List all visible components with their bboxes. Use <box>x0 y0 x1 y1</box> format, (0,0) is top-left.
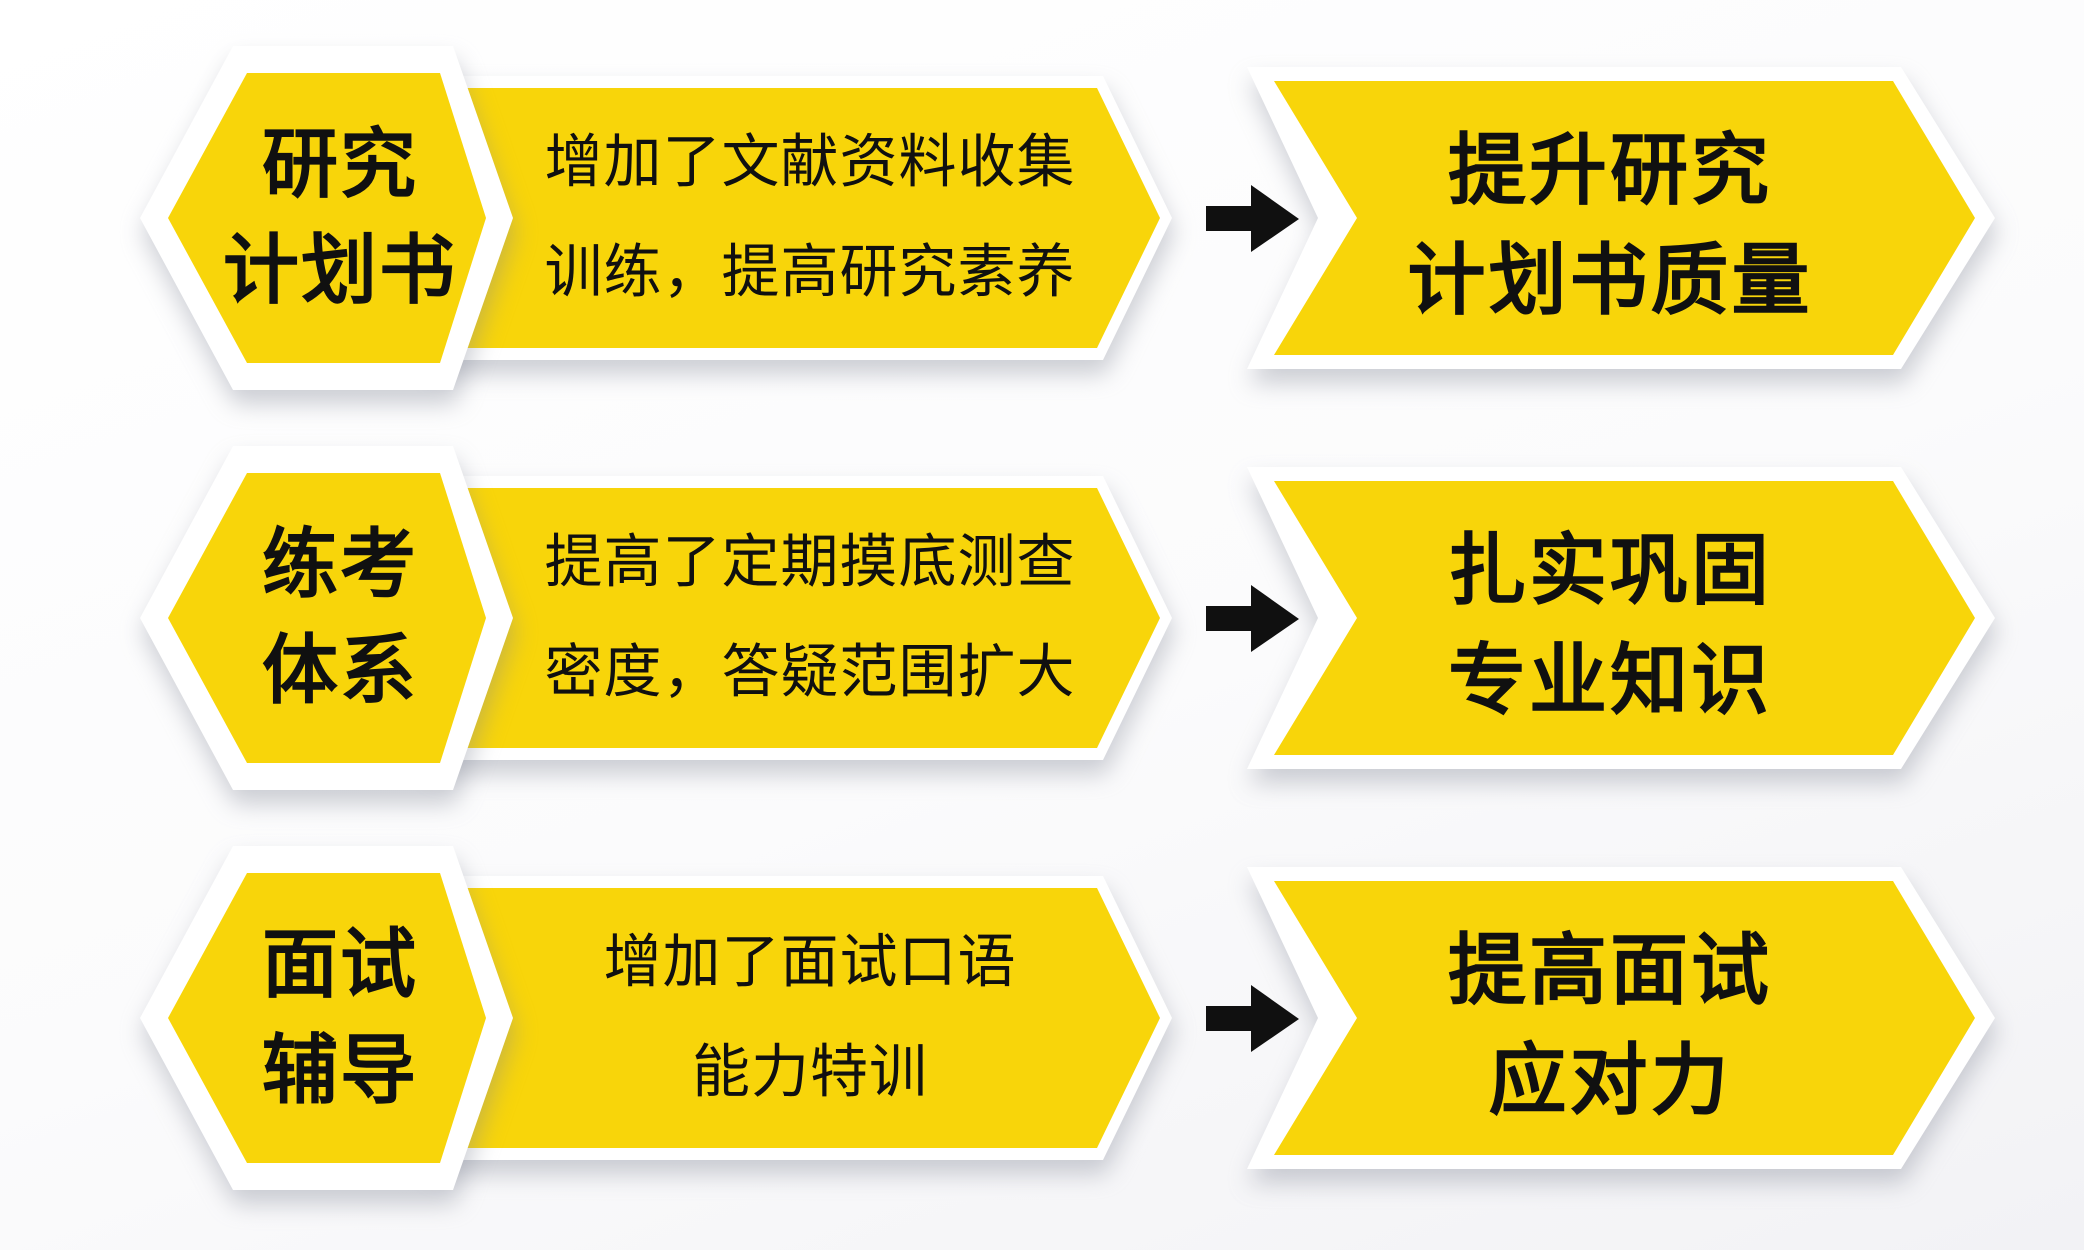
process-banner: 增加了文献资料收集 训练，提高研究素养 <box>430 76 1172 360</box>
right-arrow-icon <box>1206 185 1299 252</box>
result-text-line1: 提升研究 <box>1448 126 1772 214</box>
result-ribbon-body <box>1274 481 1975 755</box>
process-text-line1: 增加了文献资料收集 <box>544 130 1075 195</box>
hexagon-label-line1: 面试 <box>262 923 418 1008</box>
hexagon-label-line2: 辅导 <box>262 1029 418 1114</box>
process-banner-body <box>430 888 1160 1148</box>
result-text-line1: 扎实巩固 <box>1448 526 1772 614</box>
process-banner-body <box>430 88 1160 348</box>
right-arrow-icon <box>1206 585 1299 652</box>
hexagon-label-line2: 计划书 <box>223 229 457 314</box>
hexagon-body <box>168 473 486 763</box>
result-ribbon: 扎实巩固 专业知识 <box>1247 467 1995 769</box>
process-text-line2: 训练，提高研究素养 <box>544 240 1075 305</box>
result-text-line1: 提高面试 <box>1448 926 1772 1014</box>
flow-row-1: 增加了文献资料收集 训练，提高研究素养 提升研究 计划书质量 研究 计划书 <box>140 46 1995 390</box>
flow-row-2: 提高了定期摸底测查 密度，答疑范围扩大 扎实巩固 专业知识 练考 体系 <box>140 446 1995 790</box>
process-banner: 提高了定期摸底测查 密度，答疑范围扩大 <box>430 476 1172 760</box>
hexagon-body <box>168 73 486 363</box>
hexagon-label-line1: 练考 <box>262 523 418 608</box>
hexagon-badge: 练考 体系 <box>140 446 513 790</box>
hexagon-label-line2: 体系 <box>262 629 418 714</box>
process-text-line1: 增加了面试口语 <box>603 930 1016 995</box>
hexagon-badge: 面试 辅导 <box>140 846 513 1190</box>
hexagon-label-line1: 研究 <box>262 123 418 208</box>
right-arrow-icon <box>1206 985 1299 1052</box>
hexagon-badge: 研究 计划书 <box>140 46 513 390</box>
result-ribbon-body <box>1274 81 1975 355</box>
process-text-line1: 提高了定期摸底测查 <box>544 530 1075 595</box>
flow-row-3: 增加了面试口语 能力特训 提高面试 应对力 面试 辅导 <box>140 846 1995 1190</box>
hexagon-body <box>168 873 486 1163</box>
result-ribbon: 提升研究 计划书质量 <box>1247 67 1995 369</box>
process-banner-body <box>430 488 1160 748</box>
result-ribbon-body <box>1274 881 1975 1155</box>
result-ribbon: 提高面试 应对力 <box>1247 867 1995 1169</box>
result-text-line2: 专业知识 <box>1448 636 1772 724</box>
process-text-line2: 能力特训 <box>692 1040 928 1105</box>
process-text-line2: 密度，答疑范围扩大 <box>544 640 1075 705</box>
process-banner: 增加了面试口语 能力特训 <box>430 876 1172 1160</box>
result-text-line2: 应对力 <box>1488 1036 1731 1124</box>
result-text-line2: 计划书质量 <box>1407 236 1812 324</box>
